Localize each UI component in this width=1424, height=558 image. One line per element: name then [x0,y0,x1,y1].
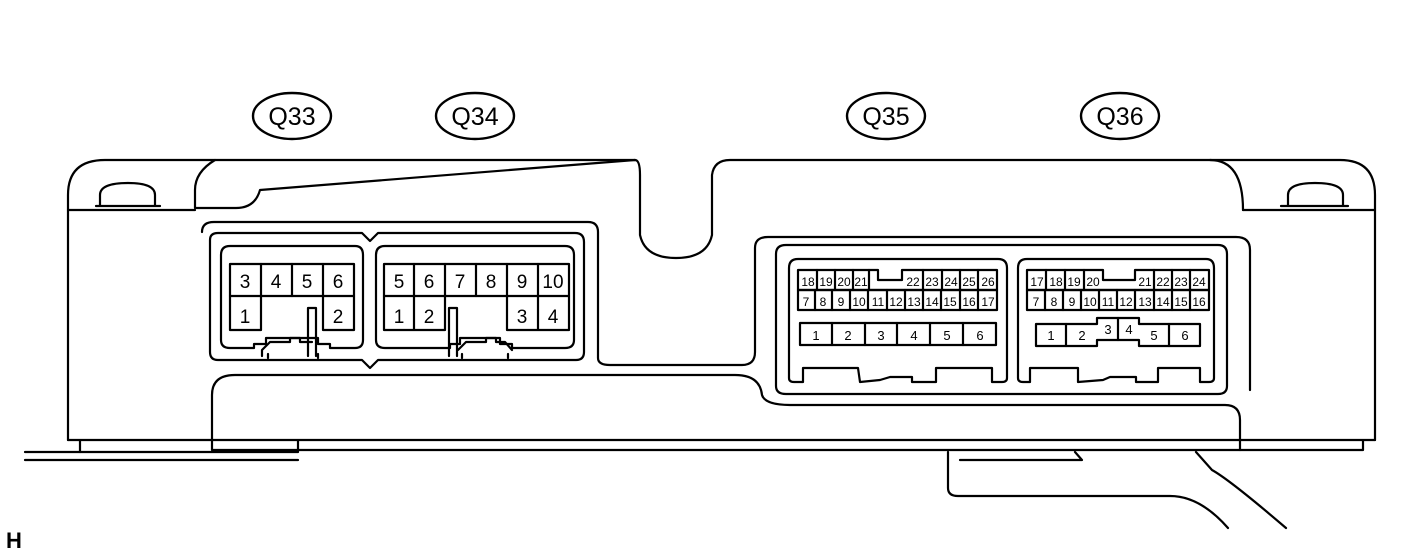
q36-pin-4: 4 [1125,322,1132,337]
q35-pin-17: 17 [981,295,995,309]
q34-pin-4: 4 [548,307,559,328]
q35-pin-9: 9 [838,295,845,309]
q33-pin-2: 2 [333,307,344,328]
q36-pin-5: 5 [1150,328,1157,343]
q35-pin-21: 21 [854,275,868,289]
q35-pin-8: 8 [820,295,827,309]
q35-pin-20: 20 [837,275,851,289]
q35-label: Q35 [862,103,909,131]
q35-pin-1: 1 [812,328,819,343]
q36-pin-11: 11 [1102,295,1115,309]
q34-pin-9: 9 [517,272,528,293]
q34-latch [447,306,514,358]
q36-pin-8: 8 [1051,295,1058,309]
q35-pin-19: 19 [819,275,833,289]
q35-cavity-row2 [796,288,999,312]
q36-pin-7: 7 [1033,295,1040,309]
cable-harness [946,450,1288,530]
q36-cavity-row3 [1034,316,1202,348]
q35-pin-18: 18 [801,275,815,289]
q36-pin-12: 12 [1119,295,1133,309]
q36-pin-24: 24 [1192,275,1206,289]
q36-pin-14: 14 [1156,295,1170,309]
q34-pin-5: 5 [394,272,405,293]
q36-pin-3: 3 [1104,322,1111,337]
q35-pin-24: 24 [944,275,958,289]
q36-pin-6: 6 [1181,328,1188,343]
q35-pin-16: 16 [962,295,976,309]
q35-pin-12: 12 [889,295,903,309]
q36-pin-15: 15 [1174,295,1188,309]
q34-pin-8: 8 [486,272,497,293]
left-bracket-line [23,450,300,462]
q34-pin-7: 7 [455,272,466,293]
q36-pin-18: 18 [1049,275,1063,289]
figure-corner-label: H [6,528,22,553]
q36-pin-10: 10 [1083,295,1097,309]
q36-label-ellipse [1079,91,1161,141]
q35-pin-5: 5 [943,328,950,343]
q33-latch [260,306,318,358]
q33-pin-3: 3 [240,272,251,293]
q36-label: Q36 [1096,103,1143,131]
q36-pin-22: 22 [1156,275,1170,289]
q35-pin-13: 13 [907,295,921,309]
q35-pin-11: 11 [872,295,885,309]
q36-pin-23: 23 [1174,275,1188,289]
q35-pin-15: 15 [943,295,957,309]
q34-pin-2: 2 [424,307,435,328]
q36-pin-13: 13 [1138,295,1152,309]
q33-label-ellipse [251,91,333,141]
q35-q36-shell [774,243,1229,396]
q34-label-ellipse [434,91,516,141]
q36-body [1016,257,1216,384]
q35-pin-2: 2 [844,328,851,343]
q34-pin-3: 3 [517,307,528,328]
q35-pin-14: 14 [925,295,939,309]
q36-pin-21: 21 [1138,275,1152,289]
q33-pin-4: 4 [271,272,282,293]
q33-pin-1: 1 [240,307,251,328]
q35-pin-23: 23 [925,275,939,289]
q35-pin-3: 3 [877,328,884,343]
q34-pin-6: 6 [424,272,435,293]
mounting-post-right [1279,181,1350,208]
q35-pin-25: 25 [962,275,976,289]
q36-pin-16: 16 [1192,295,1206,309]
q35-pin-4: 4 [910,328,917,343]
q34-pin-1: 1 [394,307,405,328]
q34-pin-10: 10 [542,272,563,293]
q36-pin-9: 9 [1069,295,1076,309]
q36-pin-2: 2 [1078,328,1085,343]
q36-pin-19: 19 [1067,275,1081,289]
q35-body [787,257,1009,384]
q36-pin-1: 1 [1047,328,1054,343]
q33-body [219,244,365,350]
q33-cavity-grid-bottom [228,294,356,332]
mounting-post-left [94,181,162,208]
q33-pin-5: 5 [302,272,313,293]
q35-pin-6: 6 [976,328,983,343]
ecu-housing-inner-rim-right [1208,158,1245,212]
ecu-front-panel [210,373,1242,452]
ecu-housing-bottom [66,438,1377,454]
left-connector-bay [200,220,1252,392]
q33-pin-6: 6 [333,272,344,293]
q35-pin-7: 7 [803,295,810,309]
q36-pin-17: 17 [1030,275,1044,289]
q35-pin-22: 22 [906,275,920,289]
q35-pin-26: 26 [981,275,995,289]
q35-label-ellipse [845,91,927,141]
ecu-housing-outline [66,158,1377,442]
q35-pin-10: 10 [852,295,866,309]
q33-q34-shell [208,231,586,370]
q34-cavity-grid-bottom [382,294,571,332]
q33-label: Q33 [268,103,315,131]
q36-pin-20: 20 [1086,275,1100,289]
q34-label: Q34 [451,103,498,131]
q34-body [374,244,576,350]
